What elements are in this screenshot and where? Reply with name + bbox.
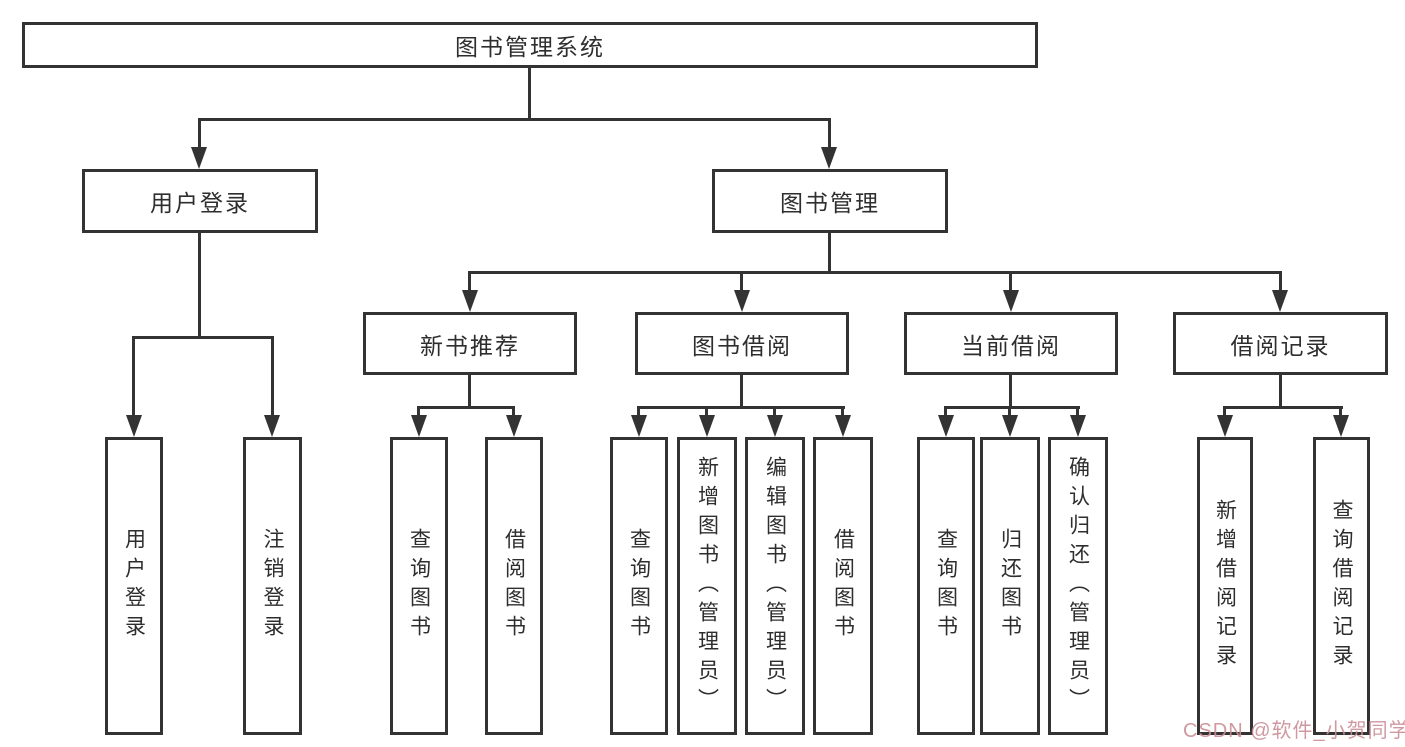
node-user-login: 用户登录: [82, 169, 318, 233]
leaf-borrow-edit-admin: 编辑图书（管理员）: [745, 437, 805, 735]
node-borrow-records-label: 借阅记录: [1230, 332, 1331, 359]
node-book-borrow: 图书借阅: [635, 312, 849, 375]
connector-to-leaf-newbook-borrow: [512, 406, 515, 417]
leaf-borrow-edit-admin-label: 编辑图书（管理员）: [763, 455, 787, 717]
connector-to-leaf-current-query: [944, 406, 947, 417]
leaf-records-add-label: 新增借阅记录: [1213, 499, 1237, 673]
connector-to-leaf-borrow-edit: [773, 406, 776, 417]
leaf-newbook-query: 查询图书: [390, 437, 448, 735]
connector-records-horizontal: [1223, 406, 1343, 409]
leaf-records-add: 新增借阅记录: [1197, 437, 1253, 735]
connector-to-book-borrow: [740, 271, 743, 293]
connector-to-book-management: [828, 118, 831, 150]
leaf-borrow-query: 查询图书: [610, 437, 668, 735]
connector-to-leaf-user-login: [132, 336, 135, 417]
leaf-logout-label: 注销登录: [261, 528, 284, 644]
leaf-newbook-borrow: 借阅图书: [485, 437, 543, 735]
arrowhead-leaf-borrow-edit: [767, 415, 783, 437]
node-book-management-label: 图书管理: [780, 190, 880, 216]
node-book-management: 图书管理: [712, 169, 948, 233]
connector-to-leaf-newbook-query: [417, 406, 420, 417]
connector-to-new-book-recommend: [468, 271, 471, 293]
node-book-borrow-label: 图书借阅: [692, 332, 792, 359]
connector-root-stub: [528, 68, 531, 120]
connector-to-leaf-records-add: [1223, 406, 1226, 417]
arrowhead-leaf-newbook-query: [411, 415, 427, 437]
arrowhead-leaf-records-query: [1333, 415, 1349, 437]
connector-to-user-login: [198, 118, 201, 150]
node-root: 图书管理系统: [22, 22, 1038, 68]
leaf-user-login: 用户登录: [105, 437, 163, 735]
node-current-borrow-label: 当前借阅: [961, 332, 1061, 359]
leaf-borrow-add-admin: 新增图书（管理员）: [677, 437, 737, 735]
connector-to-leaf-current-return: [1008, 406, 1011, 417]
arrowhead-leaf-user-login: [126, 415, 142, 437]
connector-user-login-stub: [198, 233, 201, 339]
arrowhead-leaf-current-confirm: [1070, 415, 1086, 437]
arrowhead-borrow-records: [1272, 290, 1288, 312]
leaf-user-login-label: 用户登录: [122, 528, 146, 644]
leaf-logout: 注销登录: [243, 437, 302, 735]
leaf-borrow-borrow: 借阅图书: [813, 437, 873, 735]
leaf-records-query: 查询借阅记录: [1313, 437, 1370, 735]
leaf-records-query-label: 查询借阅记录: [1330, 499, 1353, 673]
connector-newbook-stub: [468, 375, 471, 408]
connector-bookborrow-stub: [740, 375, 743, 408]
connector-to-leaf-current-confirm: [1076, 406, 1079, 417]
leaf-current-return-label: 归还图书: [998, 528, 1022, 644]
node-current-borrow: 当前借阅: [904, 312, 1118, 375]
node-new-book-recommend: 新书推荐: [363, 312, 577, 375]
connector-records-stub: [1279, 375, 1282, 408]
connector-level2-horizontal: [198, 118, 831, 121]
node-borrow-records: 借阅记录: [1173, 312, 1388, 375]
arrowhead-leaf-current-return: [1002, 415, 1018, 437]
connector-currentborrow-stub: [1009, 375, 1012, 408]
node-new-book-recommend-label: 新书推荐: [420, 332, 520, 359]
arrowhead-leaf-borrow-borrow: [835, 415, 851, 437]
connector-to-leaf-borrow-borrow: [841, 406, 844, 417]
node-root-label: 图书管理系统: [455, 34, 605, 60]
leaf-current-return: 归还图书: [980, 437, 1040, 735]
leaf-borrow-borrow-label: 借阅图书: [831, 528, 855, 644]
arrowhead-book-borrow: [734, 290, 750, 312]
arrowhead-current-borrow: [1003, 290, 1019, 312]
connector-to-leaf-records-query: [1339, 406, 1342, 417]
connector-to-leaf-borrow-add: [705, 406, 708, 417]
connector-book-management-stub: [828, 233, 831, 274]
connector-to-borrow-records: [1279, 271, 1282, 293]
connector-level3-horizontal: [468, 271, 1282, 274]
connector-bookborrow-horizontal: [637, 406, 845, 409]
arrowhead-leaf-records-add: [1217, 415, 1233, 437]
leaf-current-confirm-admin-label: 确认归还（管理员）: [1066, 455, 1090, 717]
leaf-current-query-label: 查询图书: [934, 528, 958, 644]
arrowhead-leaf-newbook-borrow: [506, 415, 522, 437]
connector-to-current-borrow: [1009, 271, 1012, 293]
connector-to-leaf-logout: [271, 336, 274, 417]
leaf-current-query: 查询图书: [917, 437, 975, 735]
arrowhead-leaf-borrow-add: [699, 415, 715, 437]
arrowhead-leaf-borrow-query: [631, 415, 647, 437]
node-user-login-label: 用户登录: [150, 190, 250, 216]
arrowhead-leaf-logout: [264, 415, 280, 437]
arrowhead-leaf-current-query: [938, 415, 954, 437]
arrowhead-new-book-recommend: [462, 290, 478, 312]
leaf-newbook-query-label: 查询图书: [407, 528, 431, 644]
arrowhead-book-management: [821, 147, 837, 169]
connector-newbook-horizontal: [417, 406, 515, 409]
connector-user-login-horizontal: [132, 336, 274, 339]
arrowhead-user-login: [191, 147, 207, 169]
leaf-borrow-add-admin-label: 新增图书（管理员）: [695, 455, 719, 717]
leaf-borrow-query-label: 查询图书: [627, 528, 651, 644]
leaf-newbook-borrow-label: 借阅图书: [502, 528, 526, 644]
leaf-current-confirm-admin: 确认归还（管理员）: [1048, 437, 1108, 735]
connector-currentborrow-horizontal: [944, 406, 1080, 409]
csdn-watermark: CSDN @软件_小贺同学: [1183, 720, 1405, 742]
connector-to-leaf-borrow-query: [637, 406, 640, 417]
